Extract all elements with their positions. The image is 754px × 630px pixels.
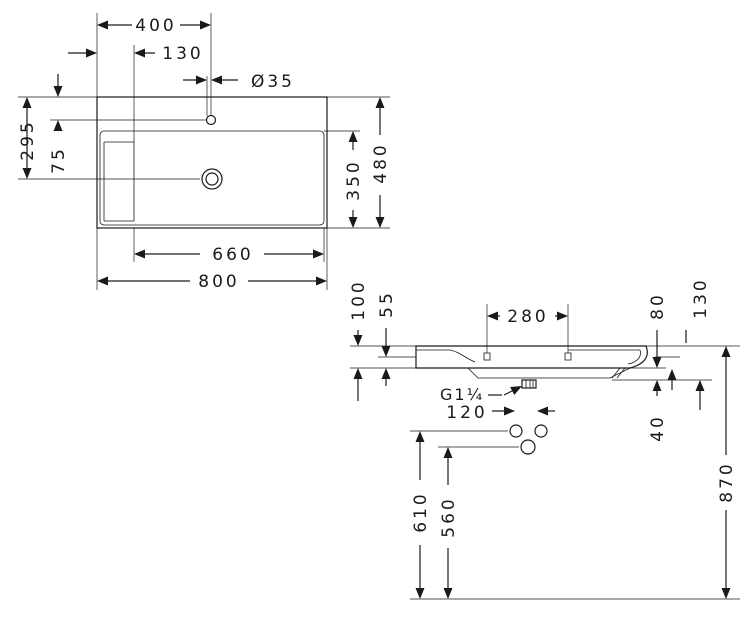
dim-120: 120 (446, 403, 487, 423)
supply-left (509, 424, 523, 438)
dim-55: 55 (377, 290, 397, 318)
supply-right (534, 424, 548, 438)
top-view: 400 130 Ø35 295 75 350 (18, 13, 391, 292)
waste-connection (520, 439, 536, 455)
dim-870: 870 (717, 461, 737, 502)
dim-130-top: 130 (162, 44, 203, 64)
dim-560: 560 (439, 496, 459, 537)
side-view: 280 100 55 80 130 40 (349, 277, 740, 600)
basin-underside (467, 367, 631, 379)
dim-800: 800 (198, 272, 239, 292)
waste-outlet (521, 379, 537, 389)
drain-inner (205, 172, 219, 186)
basin-outline (96, 96, 328, 229)
dim-480: 480 (371, 142, 391, 183)
drain-outer (201, 168, 223, 190)
basin-bowl (99, 130, 325, 226)
dim-295: 295 (18, 119, 38, 160)
dim-100: 100 (349, 279, 369, 320)
dim-75: 75 (49, 146, 69, 174)
dim-diameter-35: Ø35 (251, 72, 295, 92)
dim-350: 350 (344, 159, 364, 200)
dim-660: 660 (212, 245, 253, 265)
dim-40: 40 (648, 414, 668, 442)
dim-g114: G1¼ (440, 385, 484, 404)
tap-hole-side-2 (564, 352, 572, 361)
dim-80: 80 (648, 292, 668, 320)
dim-280: 280 (507, 307, 548, 327)
tap-hole (205, 114, 217, 126)
basin-shelf (104, 141, 135, 222)
tap-hole-side-1 (483, 352, 491, 361)
dim-130-side: 130 (691, 277, 711, 318)
dim-610: 610 (411, 491, 431, 532)
dim-400: 400 (135, 16, 176, 36)
basin-side-profile (415, 345, 648, 369)
